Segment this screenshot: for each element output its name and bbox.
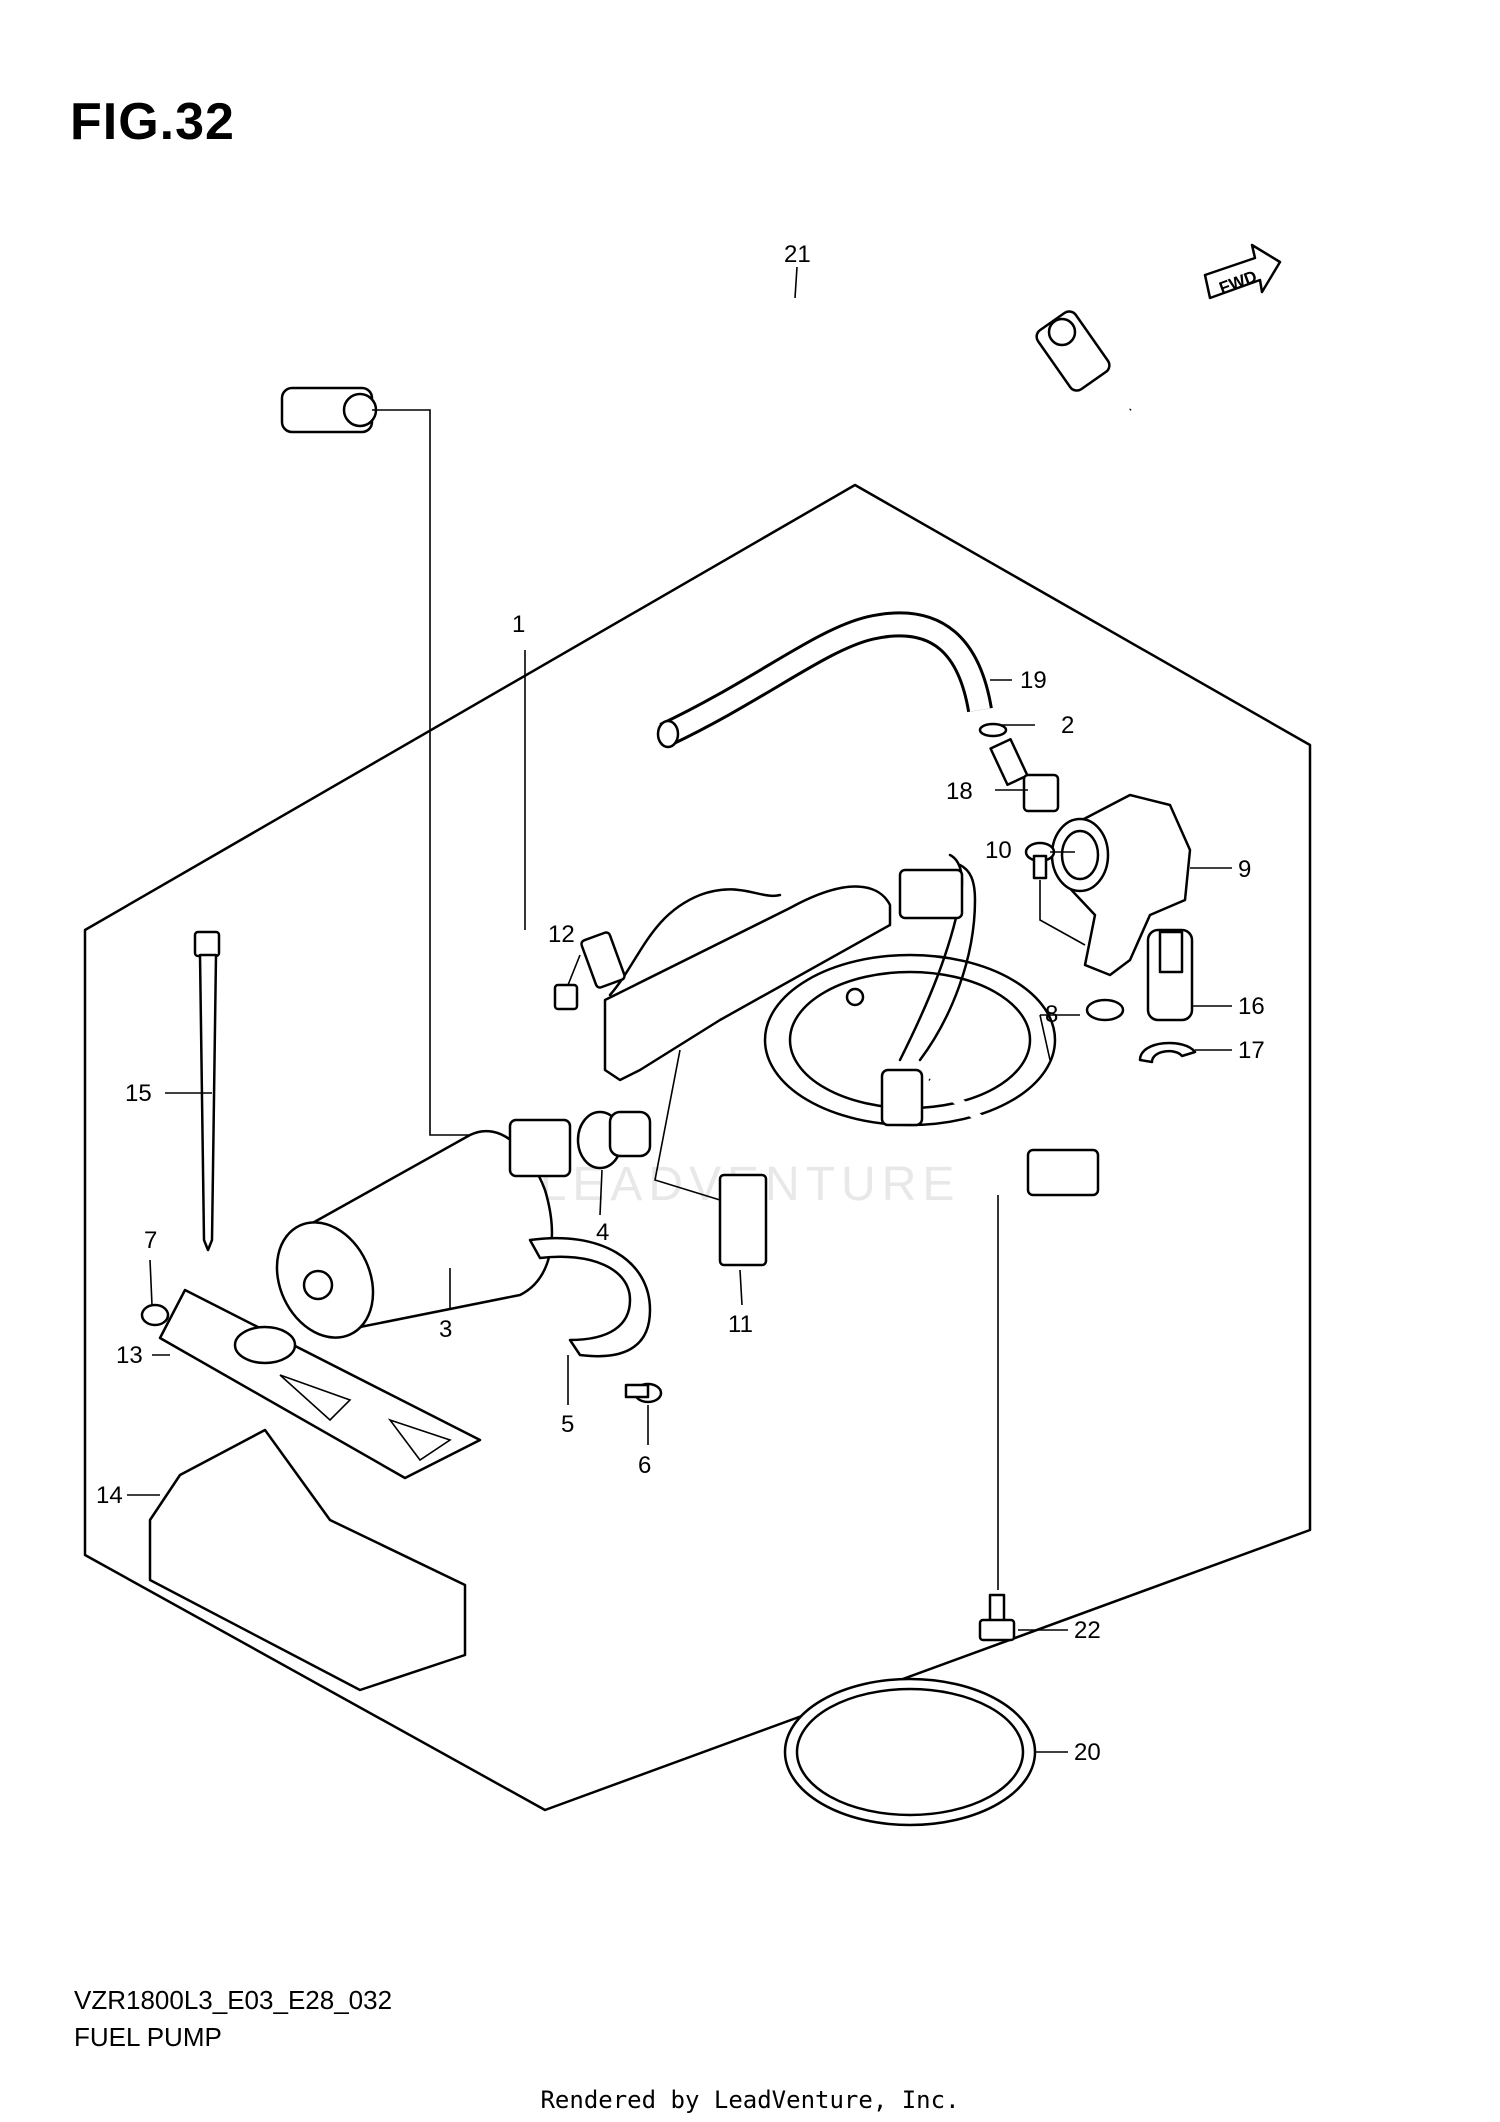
callout-17: 17 (1238, 1037, 1265, 1064)
callout-8: 8 (1045, 1001, 1058, 1028)
callout-7: 7 (144, 1227, 157, 1254)
fwd-arrow-icon: FWD (1203, 243, 1282, 300)
callout-leaders (127, 266, 1232, 1753)
callout-6: 6 (638, 1452, 651, 1479)
part-11-holder (718, 1173, 768, 1267)
part-14-case (148, 1428, 467, 1692)
part-8-o-ring (1085, 998, 1125, 1022)
figure-title: FIG.32 (70, 93, 235, 151)
callout-20: 20 (1074, 1739, 1101, 1766)
callout-19: 19 (1020, 667, 1047, 694)
leader-lines (372, 409, 1086, 1590)
callout-15: 15 (125, 1080, 152, 1107)
callout-5: 5 (561, 1411, 574, 1438)
part-17-clip (1138, 1041, 1197, 1064)
part-16-regulator (1146, 928, 1194, 1022)
part-20-gasket (783, 1677, 1037, 1827)
part-12-sensor (553, 931, 626, 1011)
part-1-pump-bracket (603, 853, 1100, 1197)
model-code: VZR1800L3_E03_E28_032 (74, 1985, 393, 2015)
part-7-nut (140, 1303, 170, 1327)
callout-10: 10 (985, 837, 1012, 864)
part-3-fuel-pump (275, 1118, 572, 1339)
part-19-breather-hose (656, 611, 993, 749)
callout-4: 4 (596, 1219, 609, 1246)
part-2-clamp (978, 722, 1008, 738)
rendered-by-credit: Rendered by LeadVenture, Inc. (540, 2086, 960, 2114)
callout-3: 3 (439, 1316, 452, 1343)
part-4-cushion (576, 1110, 652, 1170)
callout-18: 18 (946, 778, 973, 805)
assembly-outline (83, 483, 1312, 1812)
callout-12: 12 (548, 921, 575, 948)
part-21-fuel-hose (280, 286, 1138, 453)
part-6-screw (624, 1382, 663, 1404)
callout-21: 21 (784, 241, 811, 268)
callout-numbers: 1 2 3 4 5 6 7 8 9 10 11 12 13 14 15 16 1… (96, 241, 1265, 1766)
callout-22: 22 (1074, 1617, 1101, 1644)
diagram-name: FUEL PUMP (74, 2022, 222, 2052)
part-22-bolt (978, 1593, 1016, 1642)
part-5-band (528, 1236, 652, 1358)
callout-9: 9 (1238, 856, 1251, 883)
callout-1: 1 (512, 611, 525, 638)
part-13-filter (158, 1288, 482, 1480)
part-10-screw (1024, 841, 1056, 880)
callout-2: 2 (1061, 712, 1074, 739)
part-15-cable-tie (193, 930, 221, 1252)
callout-13: 13 (116, 1342, 143, 1369)
part-9-outlet-housing (1050, 793, 1192, 977)
part-18-fitting (989, 737, 1060, 813)
callout-16: 16 (1238, 993, 1265, 1020)
callout-14: 14 (96, 1482, 123, 1509)
callout-11: 11 (728, 1311, 753, 1338)
